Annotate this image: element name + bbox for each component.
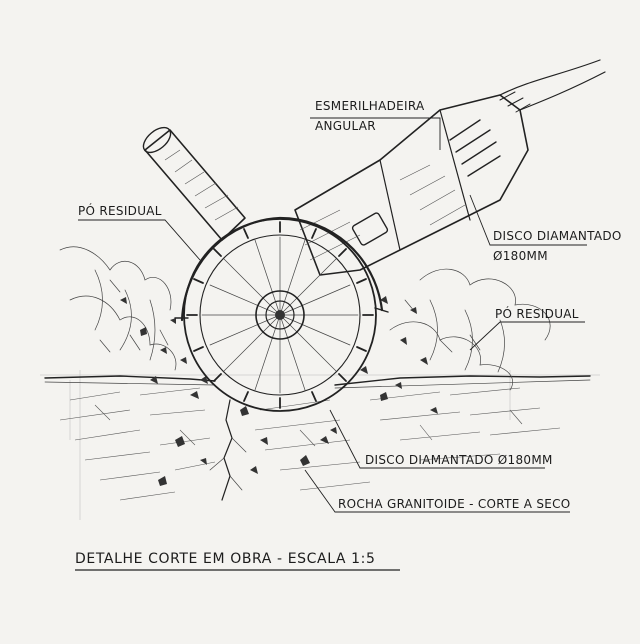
label-dust-right: PÓ RESIDUAL [495,306,579,321]
construction-lines [40,370,600,520]
drawing-title: DETALHE CORTE EM OBRA - ESCALA 1:5 [75,551,376,567]
leader-lines [78,117,587,513]
label-disc-upper-line2: Ø180MM [493,249,548,263]
dust-cloud-right [389,268,551,391]
label-dust-left: PÓ RESIDUAL [78,203,162,218]
leader-dust-right [469,321,585,351]
leader-disc-upper [469,194,587,246]
label-grinder-line2: ANGULAR [315,119,376,133]
leader-rock [304,469,570,513]
label-disc-lower: DISCO DIAMANTADO Ø180MM [365,453,553,467]
dust-debris-left [120,297,208,384]
rock-ground [44,375,591,501]
diamond-disc [174,216,389,412]
side-handle [142,126,246,241]
label-rock: ROCHA GRANITOIDE - CORTE A SECO [338,497,571,511]
label-grinder-line1: ESMERILHADEIRA [315,99,425,113]
leader-dust-left [78,219,201,261]
leader-grinder [310,117,441,150]
dust-debris-right [360,296,428,389]
leader-disc-lower [329,409,545,469]
dust-cloud-left [59,246,177,371]
label-disc-upper-line1: DISCO DIAMANTADO [493,229,622,243]
